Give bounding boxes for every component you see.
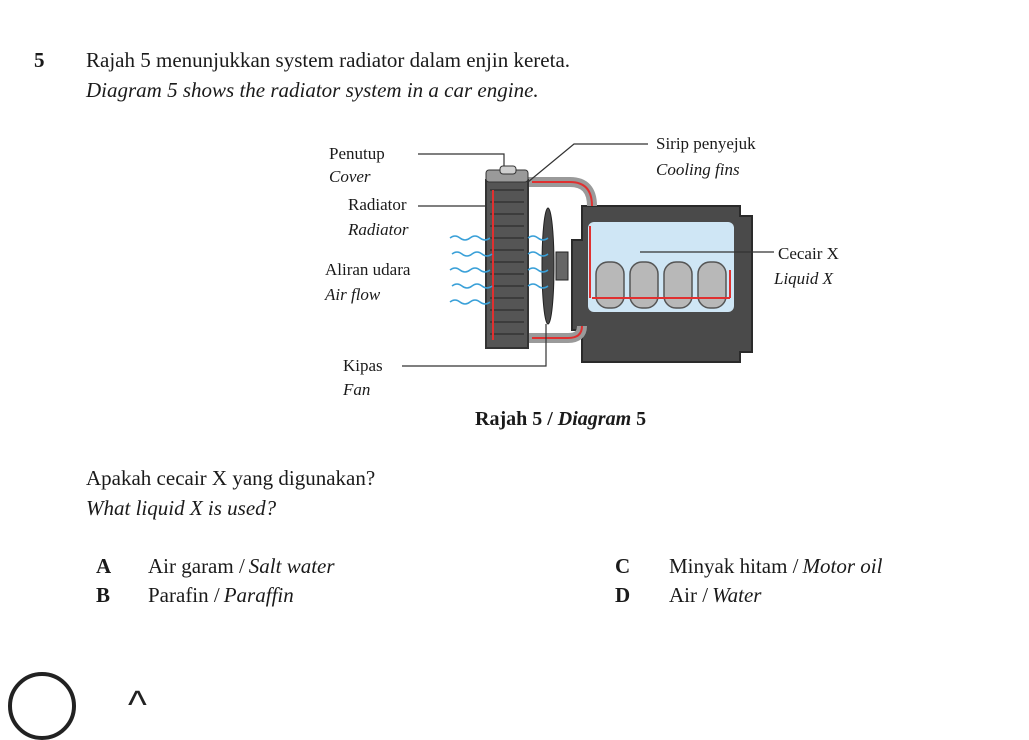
option-b[interactable]: B Parafin / Paraffin [96,583,294,608]
label-liquid-en: Liquid X [774,269,834,288]
circle-outline-icon[interactable] [8,672,76,740]
label-leader-lines [402,143,774,367]
engine-cylinders [595,261,727,309]
label-cover-ms: Penutup [329,144,385,163]
option-c-text-en: Motor oil [802,554,883,578]
diagram-caption-num: 5 [636,408,647,430]
label-airflow-en: Air flow [325,285,381,304]
caret-up-icon: ^ [128,683,147,727]
diagram-caption-en: Diagram [557,408,632,430]
radiator-unit [485,165,529,349]
option-b-letter: B [96,583,111,607]
option-b-text-ms: Parafin / [148,583,220,607]
radiator-cap [499,165,517,175]
air-flow-waves [449,235,549,305]
option-a-letter: A [96,554,112,578]
label-airflow-ms: Aliran udara [325,260,411,279]
option-b-text-en: Paraffin [223,583,294,607]
prompt-ms: Apakah cecair X yang digunakan? [86,466,376,490]
question-stem-ms: Rajah 5 menunjukkan system radiator dala… [86,48,571,72]
option-a[interactable]: A Air garam / Salt water [96,554,335,579]
coolant-flow-arrows [589,226,731,299]
option-d[interactable]: D Air / Water [615,583,761,608]
label-liquid-ms: Cecair X [778,244,839,263]
option-d-text-ms: Air / [669,583,709,607]
radiator-diagram-svg [402,143,774,367]
label-fan-ms: Kipas [343,356,383,375]
option-a-text-ms: Air garam / [148,554,245,578]
option-d-text-en: Water [712,583,762,607]
prompt-en: What liquid X is used? [86,496,277,520]
label-cover-en: Cover [329,167,371,186]
option-d-letter: D [615,583,631,607]
diagram-caption-ms: Rajah 5 / [475,408,553,430]
label-fan-en: Fan [343,380,371,399]
label-fins-ms: Sirip penyejuk [656,134,756,153]
question-number: 5 [34,48,45,72]
radiator-diagram: Penutup Cover Radiator Radiator Aliran u… [300,130,860,415]
cooling-fin-lines [490,189,524,335]
option-c-text-ms: Minyak hitam / [669,554,799,578]
option-c-letter: C [615,554,631,578]
question-stem-en: Diagram 5 shows the radiator system in a… [86,78,539,102]
option-c[interactable]: C Minyak hitam / Motor oil [615,554,882,579]
label-radiator-en: Radiator [348,220,409,239]
label-radiator-ms: Radiator [348,195,407,214]
hose-flow-arrows [532,181,593,339]
label-fins-en: Cooling fins [656,160,740,179]
engine-block [571,205,753,363]
cooling-fan [541,207,569,325]
diagram-caption: Rajah 5 / Diagram 5 [475,408,646,431]
option-a-text-en: Salt water [248,554,335,578]
